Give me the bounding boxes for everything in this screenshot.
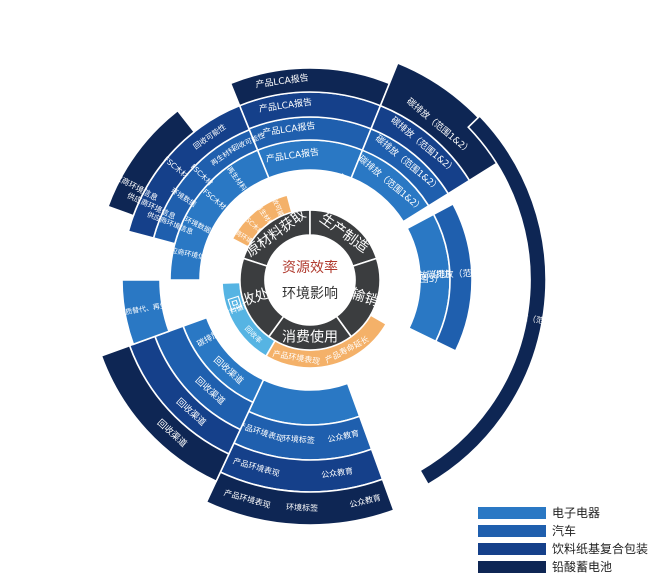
green-ring — [200, 269, 223, 274]
legend-label-battery: 铅酸蓄电池 — [552, 560, 613, 574]
green-trans-label: 碳排放（范围3） — [375, 273, 444, 285]
use-edu-label-2: 公众教育 — [321, 465, 354, 479]
rec-band-4 — [100, 344, 230, 483]
center-line-2: 环境影响 — [282, 286, 338, 302]
legend-swatch-packaging — [478, 542, 546, 555]
trans-outer-arc — [418, 114, 547, 486]
use-env-label-5: 环境标签 — [286, 502, 318, 513]
legend-item-battery: 铅酸蓄电池 — [478, 558, 658, 575]
trans-carbon-band-2 — [432, 202, 473, 353]
legend-label-packaging: 饮料纸基复合包装 — [552, 542, 649, 556]
legend-swatch-battery — [478, 560, 546, 573]
legend-swatch-auto — [478, 524, 546, 537]
center-hub — [265, 235, 355, 325]
legend-item-electronics: 电子电器 — [478, 504, 658, 521]
core-stage-label-4: 消费使用 — [282, 329, 338, 346]
legend-swatch-electronics — [478, 506, 546, 519]
legend-label-electronics: 电子电器 — [552, 506, 601, 520]
trans-carbon-label-2: 碳排放（范围3） — [426, 267, 495, 281]
core-stage-5 — [239, 257, 285, 338]
legend-item-packaging: 饮料纸基复合包装 — [478, 540, 658, 557]
rec-side-band — [121, 279, 171, 346]
use-band-4 — [205, 471, 395, 526]
green-prod-lca-label: 产品LCA报告 — [280, 173, 334, 187]
use-env-label-2: 环境标签 — [283, 433, 316, 445]
legend: 电子电器 汽车 饮料纸基复合包装 铅酸蓄电池 — [478, 504, 658, 576]
raw-band-4 — [106, 109, 196, 217]
legend-label-auto: 汽车 — [552, 524, 577, 538]
prod-carbon-band-4 — [379, 61, 510, 182]
center-line-1: 资源效率 — [282, 259, 338, 276]
green-use-label-2: 公众教育 — [302, 372, 335, 385]
legend-item-auto: 汽车 — [478, 522, 658, 539]
